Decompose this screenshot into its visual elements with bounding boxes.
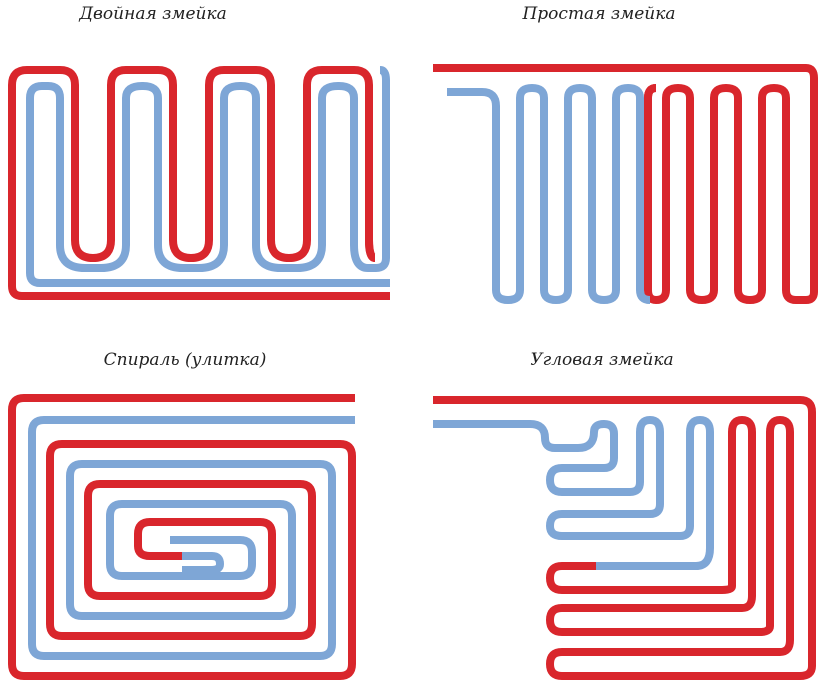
simple-snake-supply-pipe: [433, 64, 818, 304]
spiral-supply-pipe: [8, 394, 356, 680]
corner-snake-title: Угловая змейка: [530, 350, 674, 370]
double-snake-supply-end: [365, 170, 376, 262]
simple-snake-return-pipe: [447, 84, 651, 304]
double-snake-supply-pipe: [8, 66, 390, 300]
spiral-return-pipe: [28, 416, 355, 660]
double-snake-return-pipe: [26, 66, 390, 287]
spiral-return-center: [182, 552, 224, 574]
simple-snake-diagram: [433, 64, 818, 304]
double-snake-title: Двойная змейка: [79, 4, 227, 24]
double-snake-diagram: [8, 66, 390, 300]
simple-snake-supply-segment: [644, 84, 657, 125]
corner-snake-return-pipe: [433, 416, 714, 570]
corner-snake-supply-pipe: [433, 396, 816, 680]
corner-snake-diagram: [433, 396, 816, 680]
simple-snake-title: Простая змейка: [522, 4, 676, 24]
spiral-diagram: [8, 394, 356, 680]
spiral-title: Спираль (улитка): [103, 350, 267, 370]
